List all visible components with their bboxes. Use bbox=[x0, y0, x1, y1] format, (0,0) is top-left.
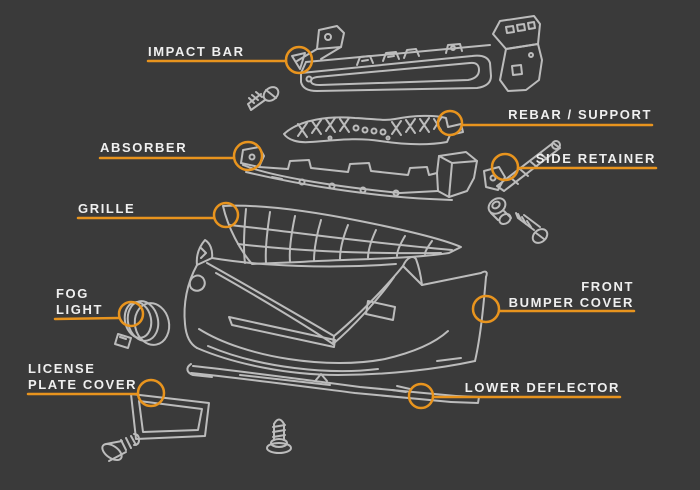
rebar-support-drawing bbox=[283, 114, 464, 146]
license-plate-cover-drawing bbox=[130, 393, 210, 440]
screw-icon bbox=[247, 86, 280, 111]
grille-callout-circle bbox=[212, 201, 240, 229]
label-fog-light-text-2: LIGHT bbox=[56, 302, 103, 317]
label-impact-bar: IMPACT BAR bbox=[148, 44, 245, 60]
callouts bbox=[26, 45, 658, 410]
retainer-clip-icon bbox=[487, 197, 512, 226]
label-front-bumper-cover: FRONT BUMPER COVER bbox=[509, 279, 634, 311]
label-side-retainer-text: SIDE RETAINER bbox=[535, 151, 656, 166]
label-front-bumper-cover-text-2: BUMPER COVER bbox=[508, 295, 634, 310]
label-front-bumper-cover-text-1: FRONT bbox=[581, 279, 634, 294]
side-retainer-drawing bbox=[483, 140, 561, 192]
grille-drawing bbox=[222, 204, 462, 265]
label-absorber-text: ABSORBER bbox=[100, 140, 188, 155]
label-grille: GRILLE bbox=[78, 201, 135, 217]
fog-light-callout-circle bbox=[117, 300, 145, 328]
label-grille-text: GRILLE bbox=[78, 201, 136, 216]
absorber-callout-circle bbox=[232, 140, 264, 172]
retainer-screw-icon bbox=[515, 212, 549, 244]
front-bumper-cover-callout-circle bbox=[471, 294, 501, 324]
label-absorber: ABSORBER bbox=[100, 140, 187, 156]
impact-bar-callout-circle bbox=[284, 45, 314, 75]
bottom-screw-icon bbox=[266, 418, 292, 454]
lower-deflector-callout-circle bbox=[407, 382, 435, 410]
label-license-plate-cover: LICENSE PLATE COVER bbox=[28, 361, 137, 393]
impact-bar-drawing bbox=[291, 15, 543, 92]
label-rebar-support: REBAR / SUPPORT bbox=[508, 107, 652, 123]
label-license-plate-cover-text-2: PLATE COVER bbox=[28, 377, 138, 392]
label-lower-deflector: LOWER DEFLECTOR bbox=[465, 380, 620, 396]
label-rebar-support-text: REBAR / SUPPORT bbox=[508, 107, 652, 122]
rebar-support-callout-circle bbox=[436, 109, 464, 137]
label-lower-deflector-text: LOWER DEFLECTOR bbox=[464, 380, 620, 395]
push-pin-clip-icon bbox=[101, 433, 140, 462]
fog-light-callout-line bbox=[53, 316, 121, 321]
label-side-retainer: SIDE RETAINER bbox=[536, 151, 656, 167]
side-retainer-callout-circle bbox=[490, 152, 520, 182]
label-fog-light: FOG LIGHT bbox=[56, 286, 103, 318]
label-fog-light-text-1: FOG bbox=[56, 286, 89, 301]
license-plate-cover-callout-circle bbox=[136, 378, 166, 408]
absorber-drawing bbox=[240, 146, 478, 201]
front-bumper-cover-drawing bbox=[183, 239, 488, 376]
label-license-plate-cover-text-1: LICENSE bbox=[28, 361, 96, 376]
label-impact-bar-text: IMPACT BAR bbox=[148, 44, 245, 59]
